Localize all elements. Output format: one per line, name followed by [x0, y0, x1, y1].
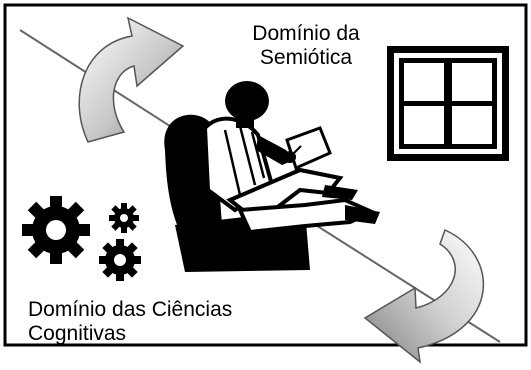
gears-icon: [22, 196, 141, 281]
semiotics-domain-line2: Semiótica: [259, 46, 353, 69]
window-icon: [387, 46, 509, 161]
curved-arrow-bottom-icon: [363, 228, 485, 364]
cognitive-domain-label: Domínio das Ciências Cognitivas: [28, 298, 232, 346]
cognitive-domain-line2: Cognitivas: [28, 322, 127, 345]
semiotics-domain-label: Domínio da Semiótica: [228, 22, 384, 70]
semiotics-domain-line1: Domínio da: [252, 22, 360, 45]
gear-large-icon: [22, 196, 90, 264]
gear-small-icon: [109, 203, 139, 233]
reader-person-icon: [164, 81, 380, 272]
gear-medium-icon: [99, 239, 141, 281]
cognitive-domain-line1: Domínio das Ciências: [28, 298, 233, 321]
curved-arrow-top-icon: [78, 16, 185, 143]
